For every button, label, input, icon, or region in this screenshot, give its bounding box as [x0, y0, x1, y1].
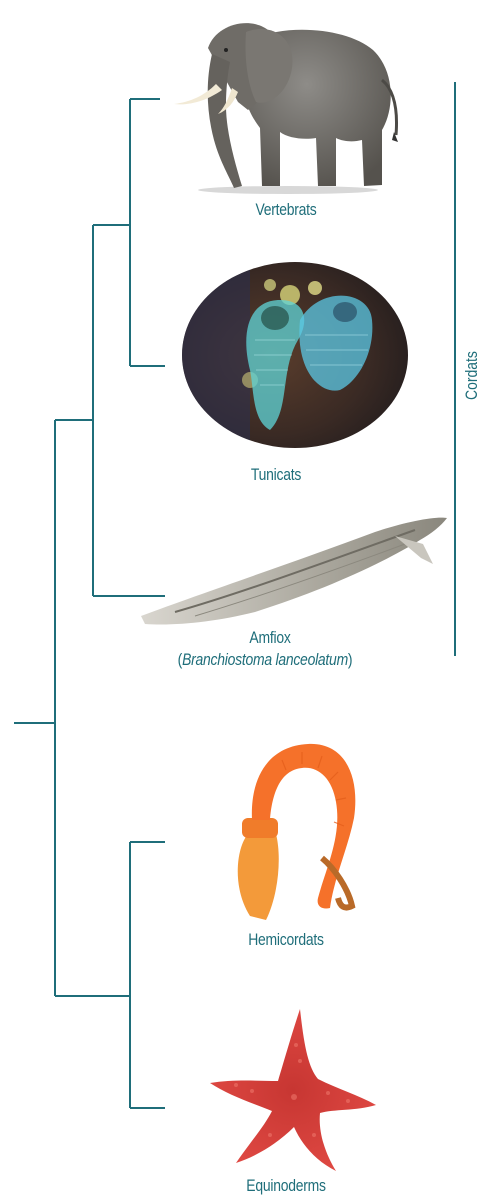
- taxon-label-vertebrats: Vertebrats: [237, 200, 335, 220]
- taxon-label-equinoderms: Equinoderms: [237, 1176, 335, 1196]
- scientific-name-italic: Branchiostoma lanceolatum: [182, 650, 348, 669]
- group-label-cordats: Cordats: [462, 351, 482, 400]
- tunicate-image: [180, 260, 410, 450]
- amphioxus-image: [135, 512, 450, 632]
- taxon-scientific-name: (Branchiostoma lanceolatum): [171, 650, 360, 670]
- starfish-image: [208, 1005, 378, 1175]
- taxon-label-hemicordats: Hemicordats: [237, 930, 335, 950]
- taxon-label-amfiox: Amfiox: [221, 628, 319, 648]
- taxon-label-tunicats: Tunicats: [227, 465, 325, 485]
- elephant-image: [168, 10, 408, 195]
- acorn-worm-image: [222, 738, 372, 928]
